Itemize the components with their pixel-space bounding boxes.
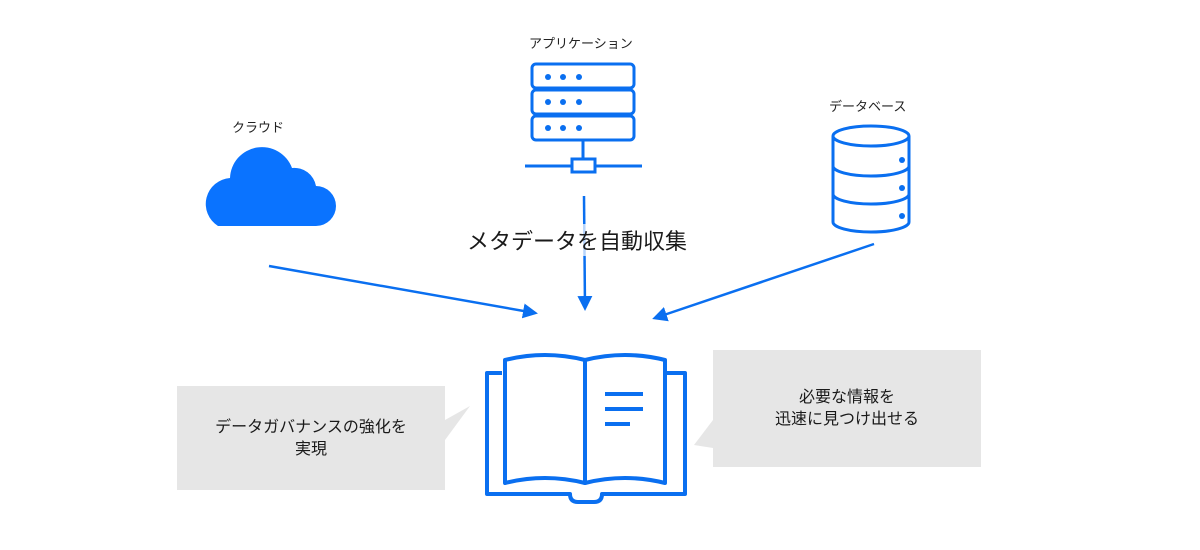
- callout-left-line2: 実現: [294, 439, 327, 458]
- callout-right-bubble: [694, 350, 981, 467]
- callout-right-line2: 迅速に見つけ出せる: [774, 409, 919, 428]
- callout-right-line1: 必要な情報を: [798, 387, 895, 406]
- cloud-icon: [205, 147, 336, 226]
- callout-right-text: 必要な情報を 迅速に見つけ出せる: [713, 386, 981, 430]
- arrow-database-to-catalog: [652, 242, 875, 322]
- callout-left-text: データガバナンスの強化を 実現: [177, 416, 445, 460]
- arrow-cloud-to-catalog: [268, 264, 538, 319]
- database-label: データベース: [829, 100, 907, 115]
- auto-collect-metadata-label: メタデータを自動収集: [465, 224, 690, 256]
- open-book-icon: [485, 353, 687, 504]
- callout-left-line1: データガバナンスの強化を: [215, 417, 407, 436]
- application-label: アプリケーション: [529, 37, 633, 52]
- database-icon: [831, 124, 911, 234]
- server-network-icon: [525, 62, 642, 174]
- cloud-label: クラウド: [232, 121, 285, 136]
- callout-left-bubble: [177, 386, 470, 490]
